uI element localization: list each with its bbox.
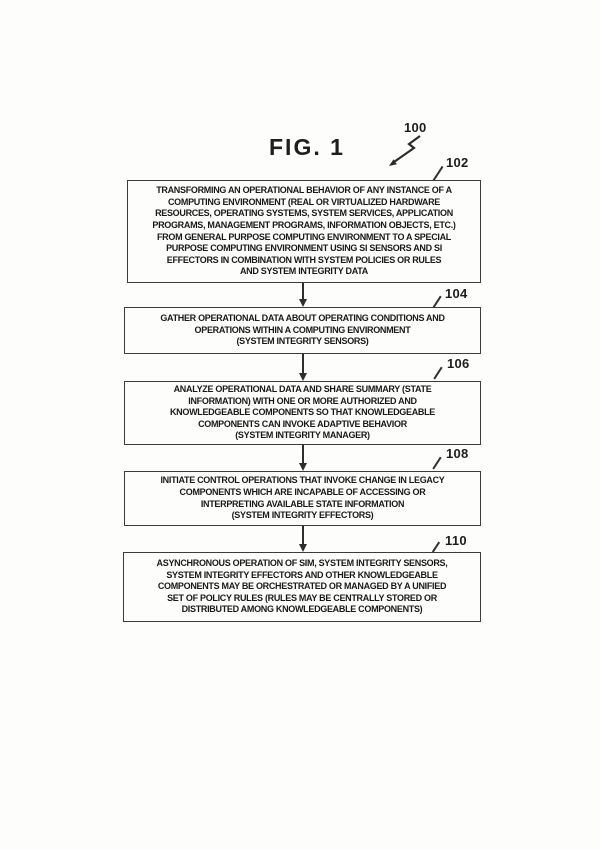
connector-line-104-106: [302, 354, 304, 373]
arrowhead-icon-106: [298, 373, 307, 381]
flow-step-text: INITIATE CONTROL OPERATIONS THAT INVOKE …: [160, 475, 445, 521]
ref-leader-line-102: [432, 165, 444, 182]
arrowhead-icon-104: [298, 299, 307, 307]
ref-leader-line-106: [433, 366, 443, 380]
flow-step-transforming-102: TRANSFORMING AN OPERATIONAL BEHAVIOR OF …: [127, 180, 481, 283]
ref-label-100: 100: [404, 120, 427, 135]
ref-label-106: 106: [447, 356, 470, 371]
ref-leader-line-108: [432, 456, 442, 470]
figure-title: FIG. 1: [269, 134, 345, 160]
connector-line-102-104: [302, 283, 304, 300]
ref-leader-line-110: [431, 541, 440, 553]
flow-step-text: ANALYZE OPERATIONAL DATA AND SHARE SUMMA…: [169, 384, 436, 441]
flow-step-asynchronous-110: ASYNCHRONOUS OPERATION OF SIM, SYSTEM IN…: [123, 552, 481, 622]
flow-step-initiate-108: INITIATE CONTROL OPERATIONS THAT INVOKE …: [124, 471, 481, 526]
flow-step-text: ASYNCHRONOUS OPERATION OF SIM, SYSTEM IN…: [156, 558, 448, 615]
ref-label-104: 104: [445, 286, 468, 301]
connector-line-108-110: [302, 526, 304, 544]
flow-step-text: TRANSFORMING AN OPERATIONAL BEHAVIOR OF …: [152, 185, 456, 277]
flow-step-text: GATHER OPERATIONAL DATA ABOUT OPERATING …: [160, 313, 445, 347]
connector-line-106-108: [302, 445, 304, 463]
ref-label-108: 108: [446, 446, 469, 461]
flow-step-gather-104: GATHER OPERATIONAL DATA ABOUT OPERATING …: [124, 307, 481, 354]
arrowhead-icon-108: [298, 463, 307, 471]
ref-label-102: 102: [446, 155, 469, 170]
zigzag-pointer-arrow-icon: [389, 135, 421, 166]
flow-step-analyze-106: ANALYZE OPERATIONAL DATA AND SHARE SUMMA…: [124, 381, 481, 445]
ref-label-110: 110: [445, 533, 467, 548]
arrowhead-icon-110: [298, 544, 307, 552]
